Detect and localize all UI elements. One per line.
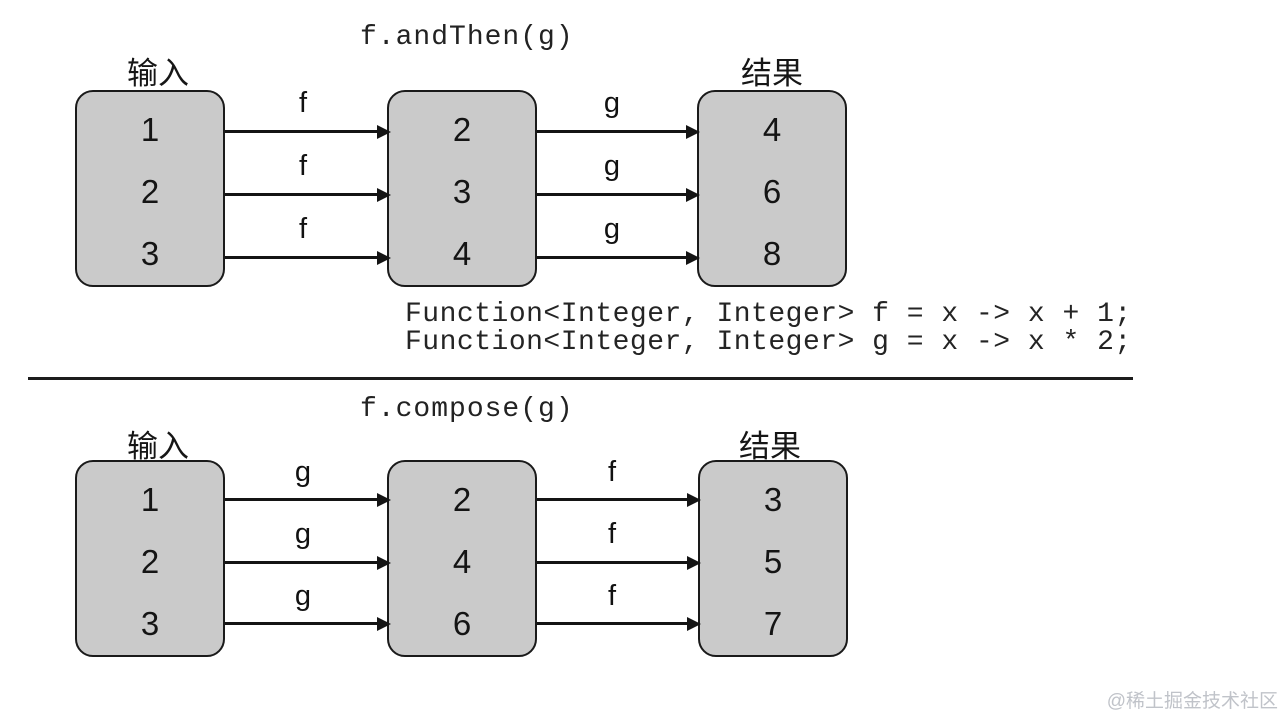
arrow-label-f: f [607,456,617,488]
arrow-label-f: f [607,518,617,550]
arrow-label-g: g [603,213,621,245]
box-value: 3 [452,173,472,210]
arrow-icon [537,130,686,133]
arrow-label-g: g [603,87,621,119]
arrow-icon [225,193,377,196]
box-value: 4 [762,111,782,148]
arrow-icon [225,561,377,564]
arrow-label-f: f [298,213,308,245]
box-value: 2 [452,481,472,518]
arrow-icon [537,498,687,501]
arrow-icon [537,256,686,259]
box-value: 5 [763,543,783,580]
section-divider [28,377,1133,380]
andthen-title: f.andThen(g) [360,22,574,53]
box-value: 2 [140,543,160,580]
box-value: 3 [763,481,783,518]
box-value: 6 [452,605,472,642]
andthen-input-box: 1 2 3 [75,90,225,287]
box-value: 8 [762,235,782,272]
box-value: 4 [452,543,472,580]
code-snippet: Function<Integer, Integer> f = x -> x + … [405,301,1132,357]
box-value: 6 [762,173,782,210]
andthen-input-label: 输入 [127,56,189,91]
box-value: 2 [140,173,160,210]
code-line: Function<Integer, Integer> f = x -> x + … [405,299,1132,330]
arrow-icon [225,130,377,133]
andthen-intermediate-box: 2 3 4 [387,90,537,287]
code-line: Function<Integer, Integer> g = x -> x * … [405,327,1132,358]
arrow-label-g: g [603,150,621,182]
arrow-label-f: f [298,150,308,182]
andthen-result-box: 4 6 8 [697,90,847,287]
arrow-label-g: g [294,518,312,550]
watermark: @稀土掘金技术社区 [1106,691,1278,712]
arrow-icon [225,498,377,501]
arrow-icon [225,622,377,625]
box-value: 1 [140,481,160,518]
compose-title: f.compose(g) [360,394,574,425]
compose-result-label: 结果 [739,429,801,464]
box-value: 4 [452,235,472,272]
box-value: 7 [763,605,783,642]
compose-result-box: 3 5 7 [698,460,848,657]
box-value: 3 [140,235,160,272]
arrow-icon [537,622,687,625]
box-value: 2 [452,111,472,148]
arrow-icon [537,193,686,196]
andthen-result-label: 结果 [741,56,803,91]
arrow-label-g: g [294,580,312,612]
figure-caption: 图 使用andThen和compose方法 [252,701,934,712]
arrow-label-f: f [298,87,308,119]
compose-input-label: 输入 [127,429,189,464]
compose-intermediate-box: 2 4 6 [387,460,537,657]
box-value: 3 [140,605,160,642]
arrow-label-f: f [607,580,617,612]
box-value: 1 [140,111,160,148]
compose-input-box: 1 2 3 [75,460,225,657]
arrow-icon [537,561,687,564]
arrow-label-g: g [294,456,312,488]
arrow-icon [225,256,377,259]
